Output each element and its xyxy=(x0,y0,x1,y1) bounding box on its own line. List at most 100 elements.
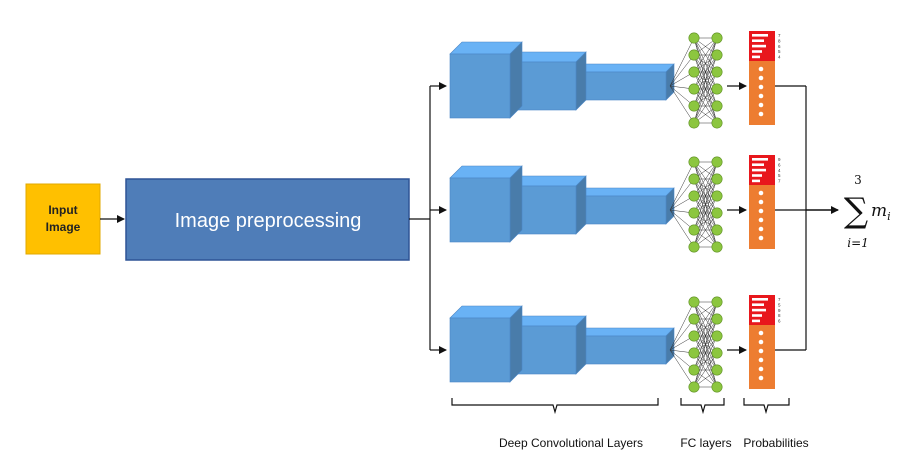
cuboid-front-face xyxy=(449,317,511,383)
prob-dot xyxy=(758,357,764,363)
fc-edge xyxy=(693,335,718,388)
label-deep-conv-layers: Deep Convolutional Layers xyxy=(499,436,643,450)
cuboid-side-face xyxy=(509,305,523,383)
prob-dot xyxy=(758,84,764,90)
fc-node xyxy=(711,83,723,95)
fc-node xyxy=(711,241,723,253)
fc-edge xyxy=(693,54,718,124)
fc-node xyxy=(688,347,700,359)
fc-node xyxy=(711,224,723,236)
fc-node xyxy=(711,207,723,219)
conv-block-2 xyxy=(511,51,587,111)
fc-input-edge xyxy=(669,209,695,248)
fc-node xyxy=(688,381,700,393)
fc-node xyxy=(688,49,700,61)
prob-digit-label: 7 xyxy=(778,33,781,38)
prob-dot xyxy=(758,217,764,223)
cuboid-front-face xyxy=(573,71,667,101)
prob-digit-label: 5 xyxy=(778,49,781,54)
fc-edge xyxy=(693,37,718,73)
prob-digit-label: 8 xyxy=(778,38,781,43)
fc-edge xyxy=(693,352,718,388)
conv-block-1 xyxy=(449,165,523,243)
fc-node xyxy=(711,347,723,359)
cuboid-top-face xyxy=(449,165,523,179)
brace-fc xyxy=(680,398,725,415)
cuboid-top-face xyxy=(573,327,675,337)
prob-dot xyxy=(758,375,764,381)
prob-dot xyxy=(758,75,764,81)
cuboid-front-face xyxy=(449,53,511,119)
prob-dot xyxy=(758,226,764,232)
fc-node xyxy=(711,296,723,308)
conv-block-1 xyxy=(449,305,523,383)
fc-node xyxy=(688,207,700,219)
fc-node xyxy=(688,156,700,168)
fc-input-edge xyxy=(669,161,695,211)
fc-node xyxy=(711,49,723,61)
fc-node xyxy=(711,364,723,376)
prob-digit-label: 9 xyxy=(778,308,781,313)
conv-block-1 xyxy=(449,41,523,119)
prob-bar xyxy=(752,179,760,183)
fc-node xyxy=(688,313,700,325)
prob-dot xyxy=(758,366,764,372)
brace-prob xyxy=(743,398,790,415)
fc-node xyxy=(711,190,723,202)
prob-digit-label: 7 xyxy=(778,179,781,184)
prob-bar xyxy=(752,319,760,323)
prob-digit-label: 6 xyxy=(778,319,781,324)
input-image-box: Input Image xyxy=(25,183,101,255)
input-label-line1: Input xyxy=(48,203,77,217)
conv-block-3 xyxy=(573,187,675,225)
fc-input-edge xyxy=(669,178,695,211)
cuboid-front-face xyxy=(511,185,577,235)
fc-edge xyxy=(693,161,718,231)
brace-conv xyxy=(451,398,659,415)
cuboid-top-face xyxy=(511,51,587,63)
cuboid-side-face xyxy=(509,165,523,243)
label-fc-layers: FC layers xyxy=(680,436,731,450)
cuboid-top-face xyxy=(511,315,587,327)
cuboid-side-face xyxy=(575,175,587,235)
prob-digit-label: 5 xyxy=(778,173,781,178)
fc-edge xyxy=(693,301,718,371)
fc-edge xyxy=(693,161,718,197)
cuboid-front-face xyxy=(511,61,577,111)
prob-bar xyxy=(752,298,768,301)
sum-term: mi xyxy=(871,201,891,223)
fc-edge xyxy=(693,37,718,107)
fc-edge xyxy=(693,301,718,354)
fc-node xyxy=(688,296,700,308)
cuboid-front-face xyxy=(573,195,667,225)
sum-upper-limit: 3 xyxy=(854,173,862,187)
sum-term-m: m xyxy=(871,201,887,221)
prob-dot xyxy=(758,190,764,196)
conv-block-3 xyxy=(573,63,675,101)
fc-edge xyxy=(693,318,718,388)
fc-node xyxy=(688,190,700,202)
conv-block-3 xyxy=(573,327,675,365)
prob-bar xyxy=(752,174,762,177)
fc-node xyxy=(711,117,723,129)
fc-edge xyxy=(693,178,718,248)
fc-node xyxy=(688,100,700,112)
sum-sigma: ∑ xyxy=(844,191,868,231)
fc-node xyxy=(711,381,723,393)
fc-node xyxy=(688,364,700,376)
sum-lower-limit: i=1 xyxy=(847,236,869,250)
prob-bar xyxy=(752,168,766,172)
cuboid-top-face xyxy=(449,305,523,319)
input-label-line2: Image xyxy=(46,220,81,234)
prob-dot xyxy=(758,235,764,241)
cuboid-top-face xyxy=(573,63,675,73)
fc-node xyxy=(688,173,700,185)
fc-node xyxy=(711,32,723,44)
prob-dot xyxy=(758,208,764,214)
fc-node xyxy=(688,224,700,236)
